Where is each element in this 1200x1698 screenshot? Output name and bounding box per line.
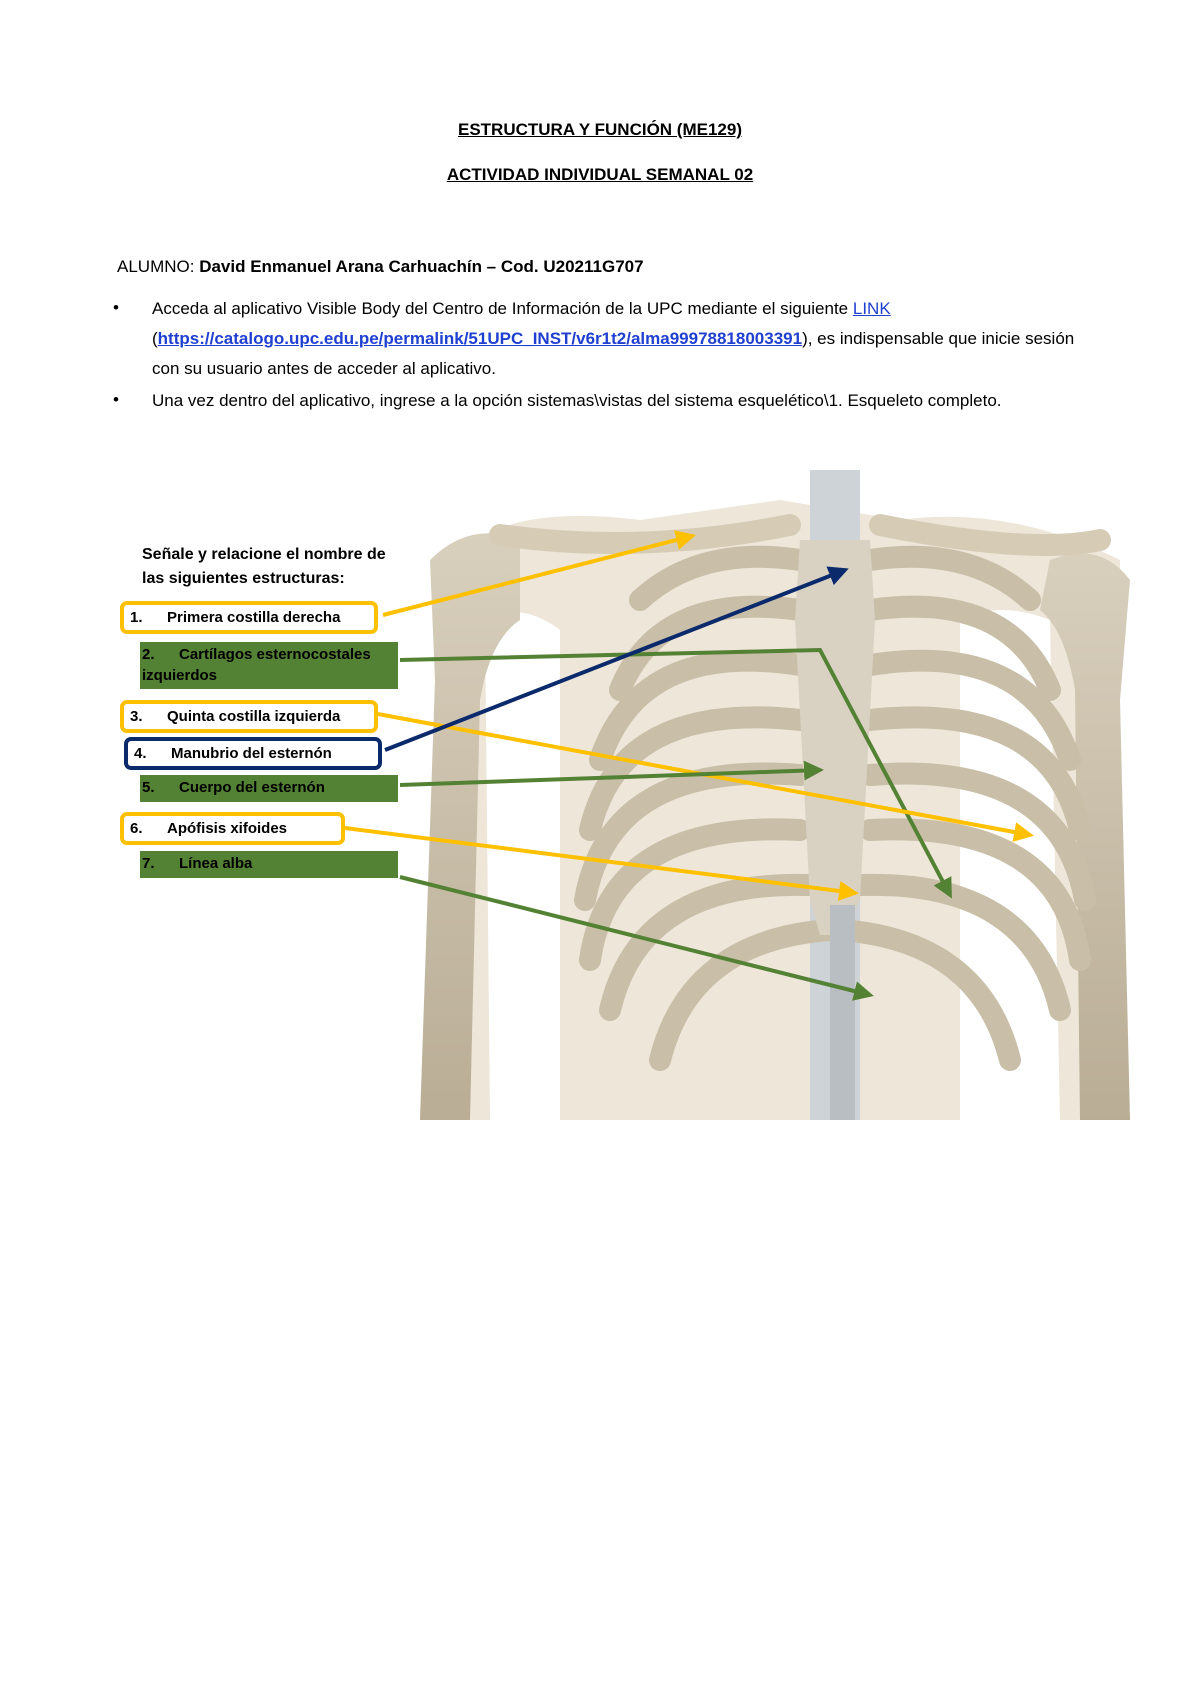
structure-label: 6.Apófisis xifoides: [120, 812, 345, 845]
structure-label: 2.Cartílagos esternocostales izquierdos: [140, 642, 398, 689]
link-label[interactable]: LINK: [852, 299, 891, 318]
bullet-dot: •: [113, 390, 119, 409]
structure-label: 5.Cuerpo del esternón: [140, 775, 398, 802]
catalog-url-link[interactable]: https://catalogo.upc.edu.pe/permalink/51…: [157, 329, 803, 348]
document-subtitle: ACTIVIDAD INDIVIDUAL SEMANAL 02: [446, 165, 754, 184]
bullet-dot: •: [113, 298, 119, 317]
structure-label: 7.Línea alba: [140, 851, 398, 878]
student-line: ALUMNO: David Enmanuel Arana Carhuachín …: [117, 257, 644, 277]
structure-label: 3.Quinta costilla izquierda: [120, 700, 378, 733]
figure-instruction: Señale y relacione el nombre de las sigu…: [142, 546, 386, 587]
student-name: David Enmanuel Arana Carhuachín – Cod. U…: [199, 257, 644, 276]
skeleton-illustration: [420, 470, 1130, 1120]
structure-label: 1.Primera costilla derecha: [120, 601, 378, 634]
structure-label: 4.Manubrio del esternón: [124, 737, 382, 770]
bullet-item-1: Acceda al aplicativo Visible Body del Ce…: [152, 299, 1075, 378]
document-title: ESTRUCTURA Y FUNCIÓN (ME129): [458, 120, 742, 139]
bullet-item-2: Una vez dentro del aplicativo, ingrese a…: [152, 391, 1002, 410]
student-label: ALUMNO:: [117, 257, 200, 276]
